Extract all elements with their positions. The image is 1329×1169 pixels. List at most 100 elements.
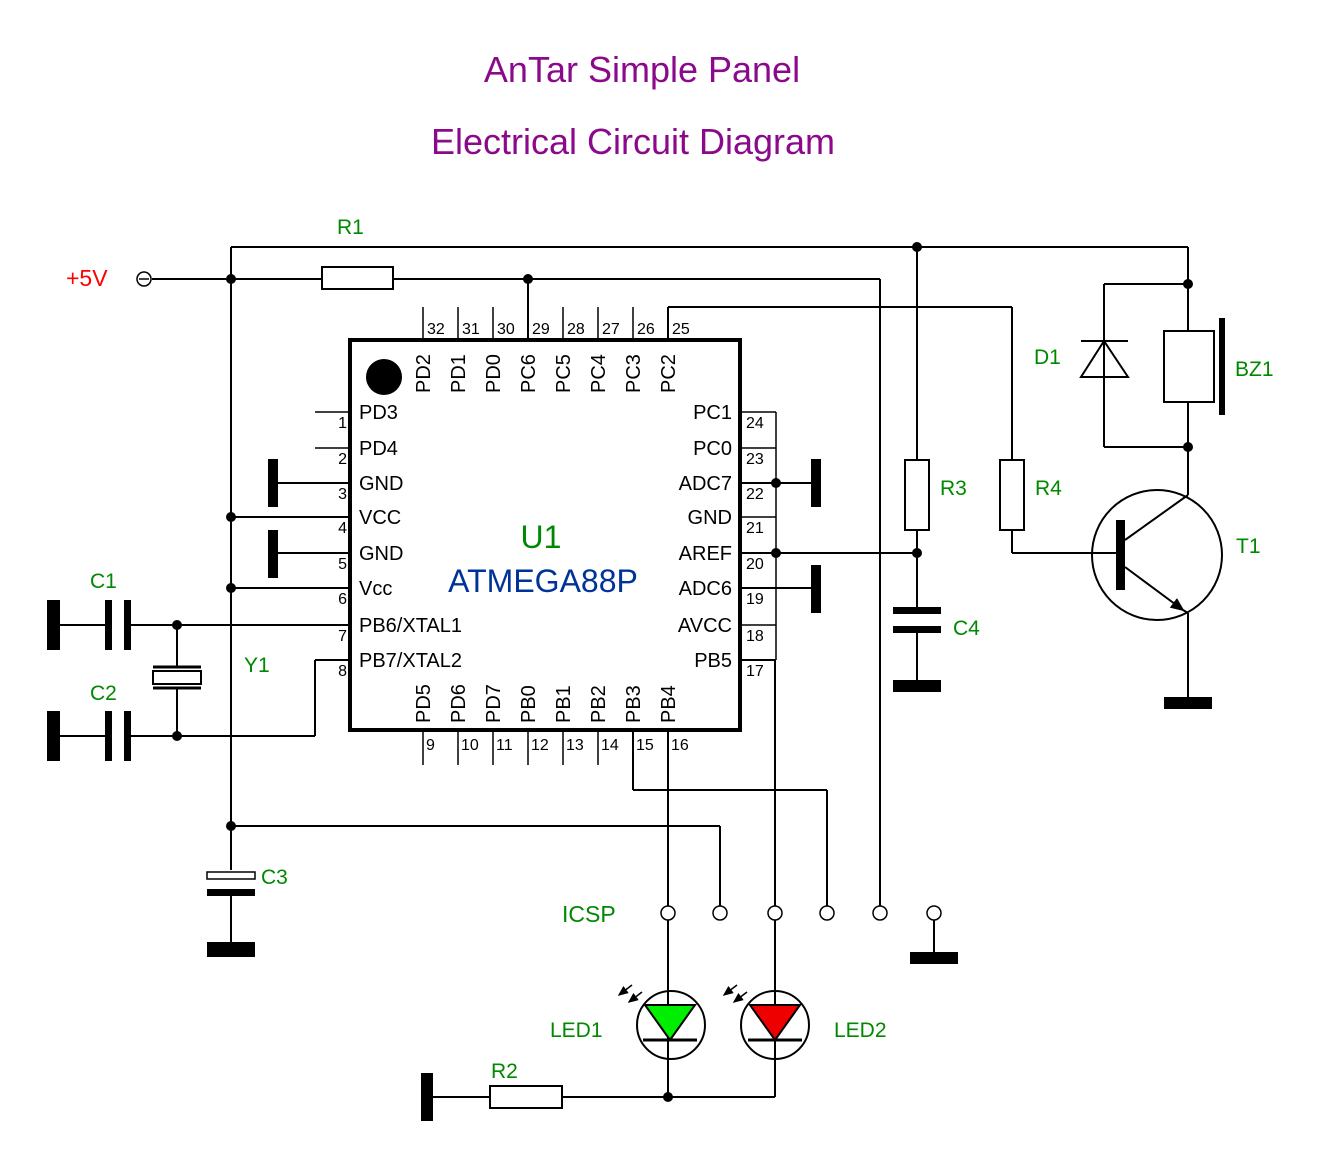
wires <box>60 246 1189 1098</box>
label-c4: C4 <box>953 617 980 640</box>
pin-number: 6 <box>338 591 347 608</box>
pin-name: AREF <box>679 543 732 565</box>
chip-pins: 32PD231PD130PD029PC628PC527PC426PC325PC2… <box>315 307 777 765</box>
pin-name: ADC7 <box>679 473 732 495</box>
pin1-marker <box>366 359 402 395</box>
pin-number: 15 <box>636 737 654 754</box>
label-t1: T1 <box>1236 535 1261 558</box>
resistor-r4 <box>999 459 1025 531</box>
led1-body <box>643 1004 697 1042</box>
pin-name: VCC <box>359 507 401 529</box>
pin-name: Vcc <box>359 578 392 600</box>
diagram-title: AnTar Simple Panel <box>484 49 800 90</box>
pin-number: 2 <box>338 451 347 468</box>
pin-name: PC3 <box>623 354 645 393</box>
resistor-r2 <box>489 1085 563 1109</box>
pin-name: PC2 <box>658 354 680 393</box>
pin-number: 1 <box>338 415 347 432</box>
pin-name: PD0 <box>483 354 505 393</box>
label-bz1: BZ1 <box>1235 358 1274 381</box>
diagram-subtitle: Electrical Circuit Diagram <box>431 121 835 162</box>
chip-part: ATMEGA88P <box>448 563 638 599</box>
label-c1: C1 <box>90 570 117 593</box>
diode-d1 <box>1079 339 1130 378</box>
pin-number: 3 <box>338 486 347 503</box>
pin-number: 22 <box>746 486 764 503</box>
pin-number: 23 <box>746 451 764 468</box>
pin-number: 19 <box>746 591 764 608</box>
pin-number: 17 <box>746 663 764 680</box>
pin-number: 29 <box>532 321 550 338</box>
pin-number: 5 <box>338 556 347 573</box>
pin-number: 9 <box>426 737 435 754</box>
pin-number: 27 <box>602 321 620 338</box>
pin-name: AVCC <box>678 615 732 637</box>
pin-name: PB1 <box>553 685 575 723</box>
pin-number: 32 <box>427 321 445 338</box>
label-r1: R1 <box>337 216 364 239</box>
pin-name: PB7/XTAL2 <box>359 650 462 672</box>
supply-terminal <box>136 271 152 287</box>
transistor-t1 <box>1091 489 1223 621</box>
component-labels: R1 R2 R3 R4 C1 C2 C3 C4 Y1 D1 BZ1 T1 LED… <box>90 216 1274 1083</box>
pin-name: PB4 <box>658 685 680 723</box>
label-r4: R4 <box>1035 477 1062 500</box>
ground-symbols <box>47 459 1212 1121</box>
pin-number: 10 <box>461 737 479 754</box>
pin-name: PD7 <box>483 684 505 723</box>
pin-number: 24 <box>746 415 764 432</box>
pin-name: PD4 <box>359 438 398 460</box>
label-r3: R3 <box>940 477 967 500</box>
pin-number: 31 <box>462 321 480 338</box>
pin-number: 4 <box>338 520 347 537</box>
pin-name: PD6 <box>448 684 470 723</box>
crystal-y1 <box>152 665 202 690</box>
label-led1: LED1 <box>550 1019 603 1042</box>
pin-name: GND <box>688 507 732 529</box>
pin-name: PD3 <box>359 402 398 424</box>
label-c2: C2 <box>90 682 117 705</box>
pin-number: 21 <box>746 520 764 537</box>
pin-number: 30 <box>497 321 515 338</box>
pin-number: 14 <box>601 737 619 754</box>
pin-name: PB0 <box>518 685 540 723</box>
pin-name: PC6 <box>518 354 540 393</box>
pin-number: 8 <box>338 663 347 680</box>
supply-label: +5V <box>66 265 108 291</box>
resistor-r1 <box>321 266 394 290</box>
label-icsp: ICSP <box>562 901 616 927</box>
chip-u1: U1 ATMEGA88P <box>348 338 742 732</box>
pin-name: PB5 <box>694 650 732 672</box>
pin-number: 26 <box>637 321 655 338</box>
capacitor-c1 <box>105 600 131 650</box>
pin-number: 16 <box>671 737 689 754</box>
pin-number: 7 <box>338 628 347 645</box>
pin-name: PC4 <box>588 354 610 393</box>
junction-dots <box>172 242 1193 1102</box>
pin-name: PD1 <box>448 354 470 393</box>
capacitor-c2 <box>105 711 131 761</box>
label-led2: LED2 <box>834 1019 887 1042</box>
pin-number: 18 <box>746 628 764 645</box>
led2 <box>722 984 810 1060</box>
resistor-r3 <box>904 459 930 531</box>
pin-name: PC5 <box>553 354 575 393</box>
pin-name: PB2 <box>588 685 610 723</box>
pin-number: 11 <box>496 737 513 754</box>
chip-ref: U1 <box>521 519 562 555</box>
pin-name: PC1 <box>693 402 732 424</box>
pin-name: PD5 <box>413 684 435 723</box>
pin-number: 12 <box>531 737 549 754</box>
icsp-header <box>660 905 942 921</box>
pin-name: GND <box>359 543 403 565</box>
buzzer-bz1 <box>1163 318 1225 415</box>
label-r2: R2 <box>491 1060 518 1083</box>
capacitor-c3 <box>206 871 256 896</box>
pin-number: 13 <box>566 737 584 754</box>
label-d1: D1 <box>1034 346 1061 369</box>
pin-name: PC0 <box>693 438 732 460</box>
label-c3: C3 <box>261 866 288 889</box>
capacitor-c4 <box>893 607 941 633</box>
pin-number: 20 <box>746 556 764 573</box>
